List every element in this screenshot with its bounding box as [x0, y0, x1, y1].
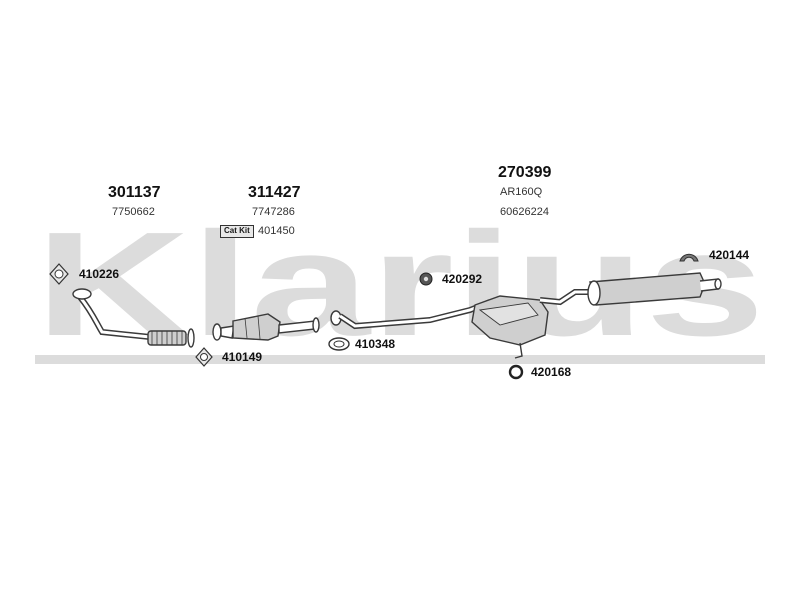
fitting-code: 410149: [222, 350, 263, 364]
fitting-code: 410348: [355, 337, 396, 351]
hanger-icon: [679, 253, 699, 262]
front-pipe: [72, 288, 195, 348]
gasket-icon: [49, 263, 69, 285]
gasket-icon: [195, 347, 213, 367]
fitting-code: 410226: [79, 267, 120, 281]
fitting-code: 420168: [531, 365, 572, 379]
reference-number: 60626224: [500, 206, 549, 218]
kit-number: 401450: [258, 225, 295, 237]
part-number: 270399: [498, 164, 552, 181]
reference-code: AR160Q: [500, 186, 543, 198]
catalytic-converter: [212, 313, 320, 341]
fitting-code: 420292: [442, 272, 483, 286]
o-ring-icon: [508, 364, 524, 380]
part-number: 301137: [108, 184, 161, 201]
reference-number: 7747286: [252, 206, 295, 218]
cat-kit-badge: Cat Kit: [220, 225, 254, 238]
rubber-mount-icon: [419, 272, 433, 286]
mounting-ring-icon: [328, 337, 350, 351]
reference-number: 7750662: [112, 206, 155, 218]
rear-exhaust: [330, 272, 722, 359]
watermark-bar: [35, 355, 765, 364]
part-number: 311427: [248, 184, 301, 201]
fitting-code: 420144: [709, 248, 750, 262]
